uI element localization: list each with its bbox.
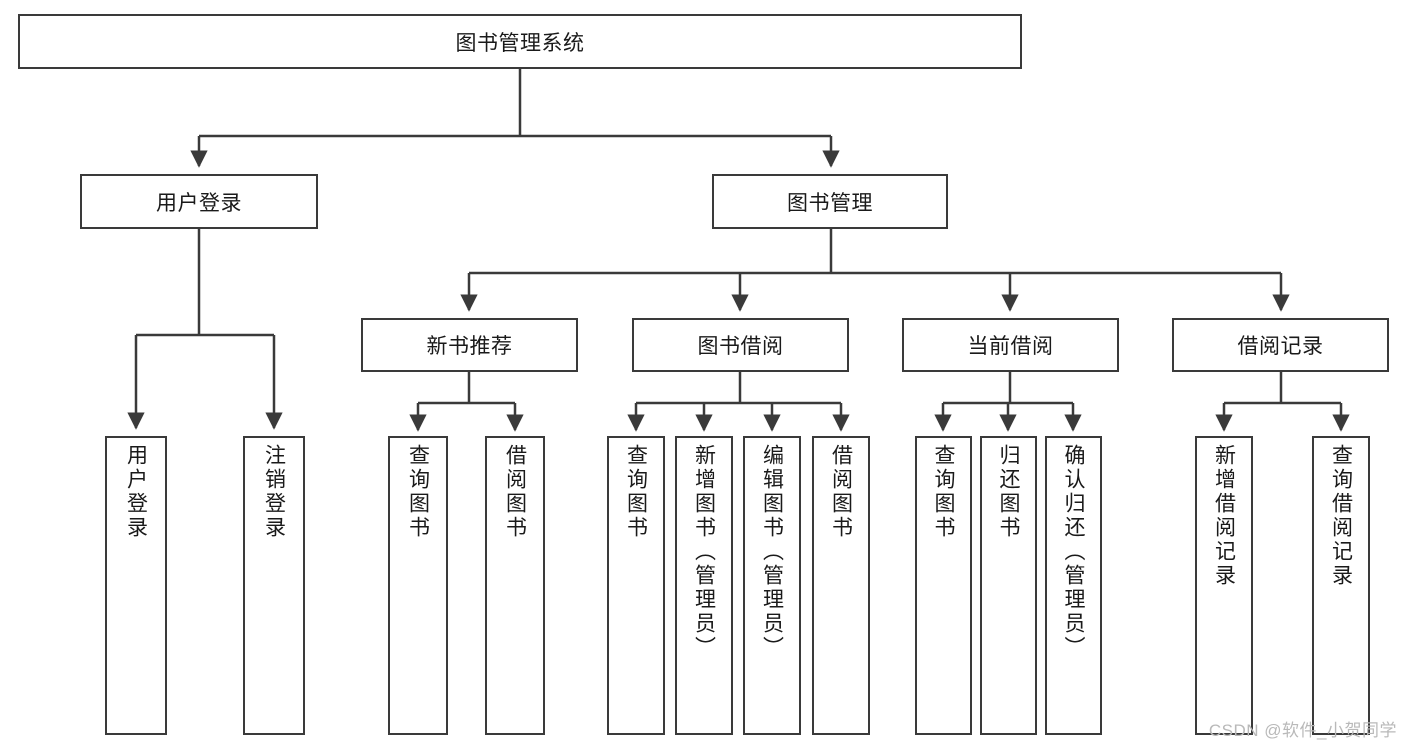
node-book-management[interactable]: 图书管理 xyxy=(712,174,948,229)
node-leaf-user-login[interactable]: 用户登录 xyxy=(105,436,167,735)
node-leaf-query-book-1[interactable]: 查询图书 xyxy=(388,436,448,735)
node-book-borrow[interactable]: 图书借阅 xyxy=(632,318,849,372)
node-leaf-add-book-admin-label: 新增图书（管理员） xyxy=(692,444,716,660)
node-leaf-add-record[interactable]: 新增借阅记录 xyxy=(1195,436,1253,735)
node-root-label: 图书管理系统 xyxy=(455,31,585,55)
node-leaf-confirm-return-label: 确认归还（管理员） xyxy=(1062,444,1085,660)
node-leaf-return-book-label: 归还图书 xyxy=(997,444,1020,540)
node-new-book-recommend[interactable]: 新书推荐 xyxy=(361,318,578,372)
node-leaf-confirm-return[interactable]: 确认归还（管理员） xyxy=(1045,436,1102,735)
node-leaf-query-book-3-label: 查询图书 xyxy=(932,444,955,540)
node-current-borrow[interactable]: 当前借阅 xyxy=(902,318,1119,372)
node-leaf-borrow-book-2-label: 借阅图书 xyxy=(829,444,853,540)
node-leaf-borrow-book-1-label: 借阅图书 xyxy=(503,444,527,540)
node-current-borrow-label: 当前借阅 xyxy=(967,335,1054,358)
node-leaf-return-book[interactable]: 归还图书 xyxy=(980,436,1037,735)
node-user-login[interactable]: 用户登录 xyxy=(80,174,318,229)
node-leaf-query-book-2-label: 查询图书 xyxy=(624,444,648,540)
node-leaf-query-book-3[interactable]: 查询图书 xyxy=(915,436,972,735)
node-leaf-borrow-book-2[interactable]: 借阅图书 xyxy=(812,436,870,735)
node-root[interactable]: 图书管理系统 xyxy=(18,14,1022,69)
node-leaf-query-record-label: 查询借阅记录 xyxy=(1329,444,1353,588)
node-leaf-edit-book-admin[interactable]: 编辑图书（管理员） xyxy=(743,436,801,735)
node-book-borrow-label: 图书借阅 xyxy=(697,335,784,358)
node-leaf-query-book-2[interactable]: 查询图书 xyxy=(607,436,665,735)
node-book-management-label: 图书管理 xyxy=(787,191,873,215)
node-new-book-recommend-label: 新书推荐 xyxy=(426,335,513,358)
node-leaf-add-book-admin[interactable]: 新增图书（管理员） xyxy=(675,436,733,735)
node-leaf-user-logout[interactable]: 注销登录 xyxy=(243,436,305,735)
watermark-text: CSDN @软件_小贺同学 xyxy=(1208,721,1397,740)
node-leaf-edit-book-admin-label: 编辑图书（管理员） xyxy=(760,444,784,660)
node-leaf-borrow-book-1[interactable]: 借阅图书 xyxy=(485,436,545,735)
node-leaf-query-record[interactable]: 查询借阅记录 xyxy=(1312,436,1370,735)
node-borrow-record[interactable]: 借阅记录 xyxy=(1172,318,1389,372)
node-leaf-add-record-label: 新增借阅记录 xyxy=(1212,444,1236,588)
node-leaf-user-login-label: 用户登录 xyxy=(124,444,148,540)
node-leaf-user-logout-label: 注销登录 xyxy=(262,444,286,540)
node-borrow-record-label: 借阅记录 xyxy=(1237,335,1324,358)
node-user-login-label: 用户登录 xyxy=(156,191,242,215)
node-leaf-query-book-1-label: 查询图书 xyxy=(406,444,430,540)
